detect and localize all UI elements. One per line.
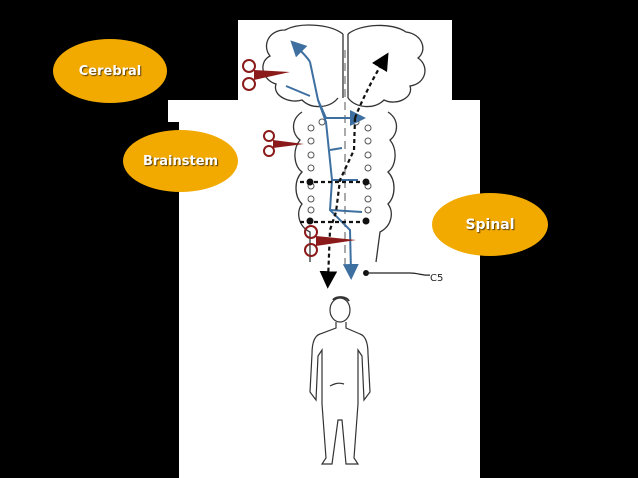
scissors-icon [304, 225, 356, 257]
cerebrum-outline [262, 24, 426, 108]
dashed-pathway [300, 52, 389, 289]
cerebral-label: Cerebral [53, 39, 167, 103]
brainstem-label: Brainstem [123, 130, 238, 192]
scissors-icon [263, 130, 304, 157]
spinal-text: Spinal [465, 216, 515, 233]
cranial-nuclei [307, 118, 372, 214]
scissors-icon [242, 59, 290, 91]
c5-level-label: C5 [430, 273, 443, 284]
brainstem-outline [292, 111, 398, 263]
c5-nerve-line [366, 272, 431, 276]
corticospinal-pathway [285, 40, 366, 280]
human-figure [309, 296, 371, 465]
spinal-label: Spinal [432, 193, 548, 256]
brainstem-text: Brainstem [142, 153, 219, 169]
cerebral-text: Cerebral [78, 63, 142, 79]
